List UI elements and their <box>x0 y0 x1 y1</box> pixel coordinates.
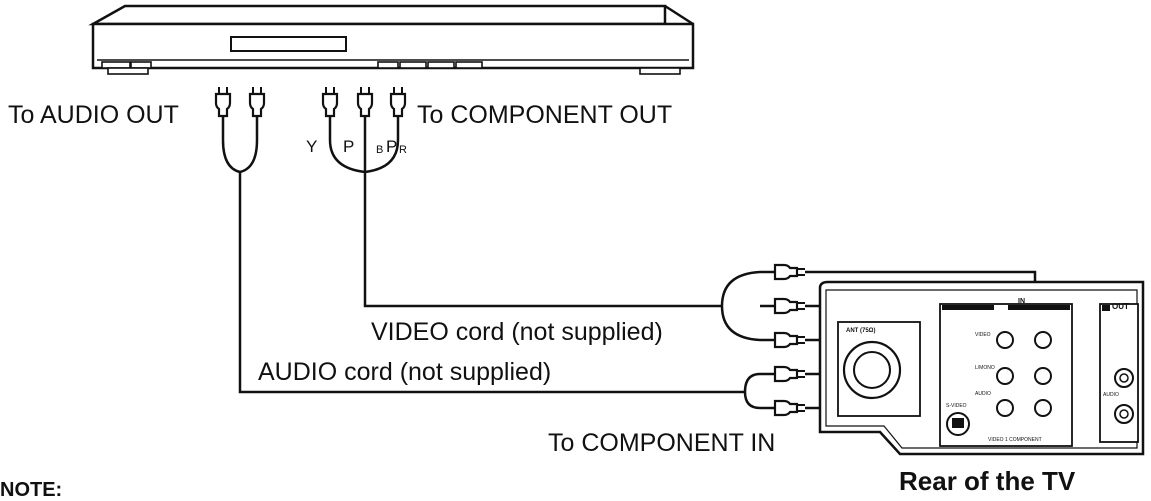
note-label: NOTE: <box>0 479 63 501</box>
audio-cord-label: AUDIO cord (not supplied) <box>258 358 552 386</box>
panel-lmono-label: L/MONO <box>975 365 995 371</box>
video-cord-label: VIDEO cord (not supplied) <box>371 318 663 346</box>
dvd-player <box>88 4 695 75</box>
panel-video1-component-label: VIDEO 1 COMPONENT <box>988 437 1042 443</box>
pr-subscript: R <box>399 144 407 156</box>
audio-out-label: To AUDIO OUT <box>8 101 179 129</box>
component-out-label: To COMPONENT OUT <box>417 101 673 129</box>
pb-subscript: B <box>376 144 384 156</box>
y-label: Y <box>306 137 318 156</box>
audio-out-plugs <box>214 85 266 118</box>
panel-audio-label: AUDIO <box>975 391 991 397</box>
pb-label: P <box>343 137 355 156</box>
panel-svideo-label: S-VIDEO <box>946 403 967 409</box>
panel-ant-label: ANT (75Ω) <box>846 328 876 334</box>
component-in-label: To COMPONENT IN <box>548 429 776 457</box>
panel-video-label: VIDEO <box>975 332 991 338</box>
tv-side-plugs <box>773 263 807 417</box>
pr-label: P <box>386 137 398 156</box>
component-out-plugs <box>321 85 407 118</box>
panel-in-label: IN <box>1018 298 1025 305</box>
panel-out-audio-label: AUDIO <box>1103 392 1119 398</box>
tv-rear-panel <box>818 280 1145 456</box>
rear-of-tv-label: Rear of the TV <box>899 466 1076 496</box>
panel-out-label: OUT <box>1112 302 1129 311</box>
